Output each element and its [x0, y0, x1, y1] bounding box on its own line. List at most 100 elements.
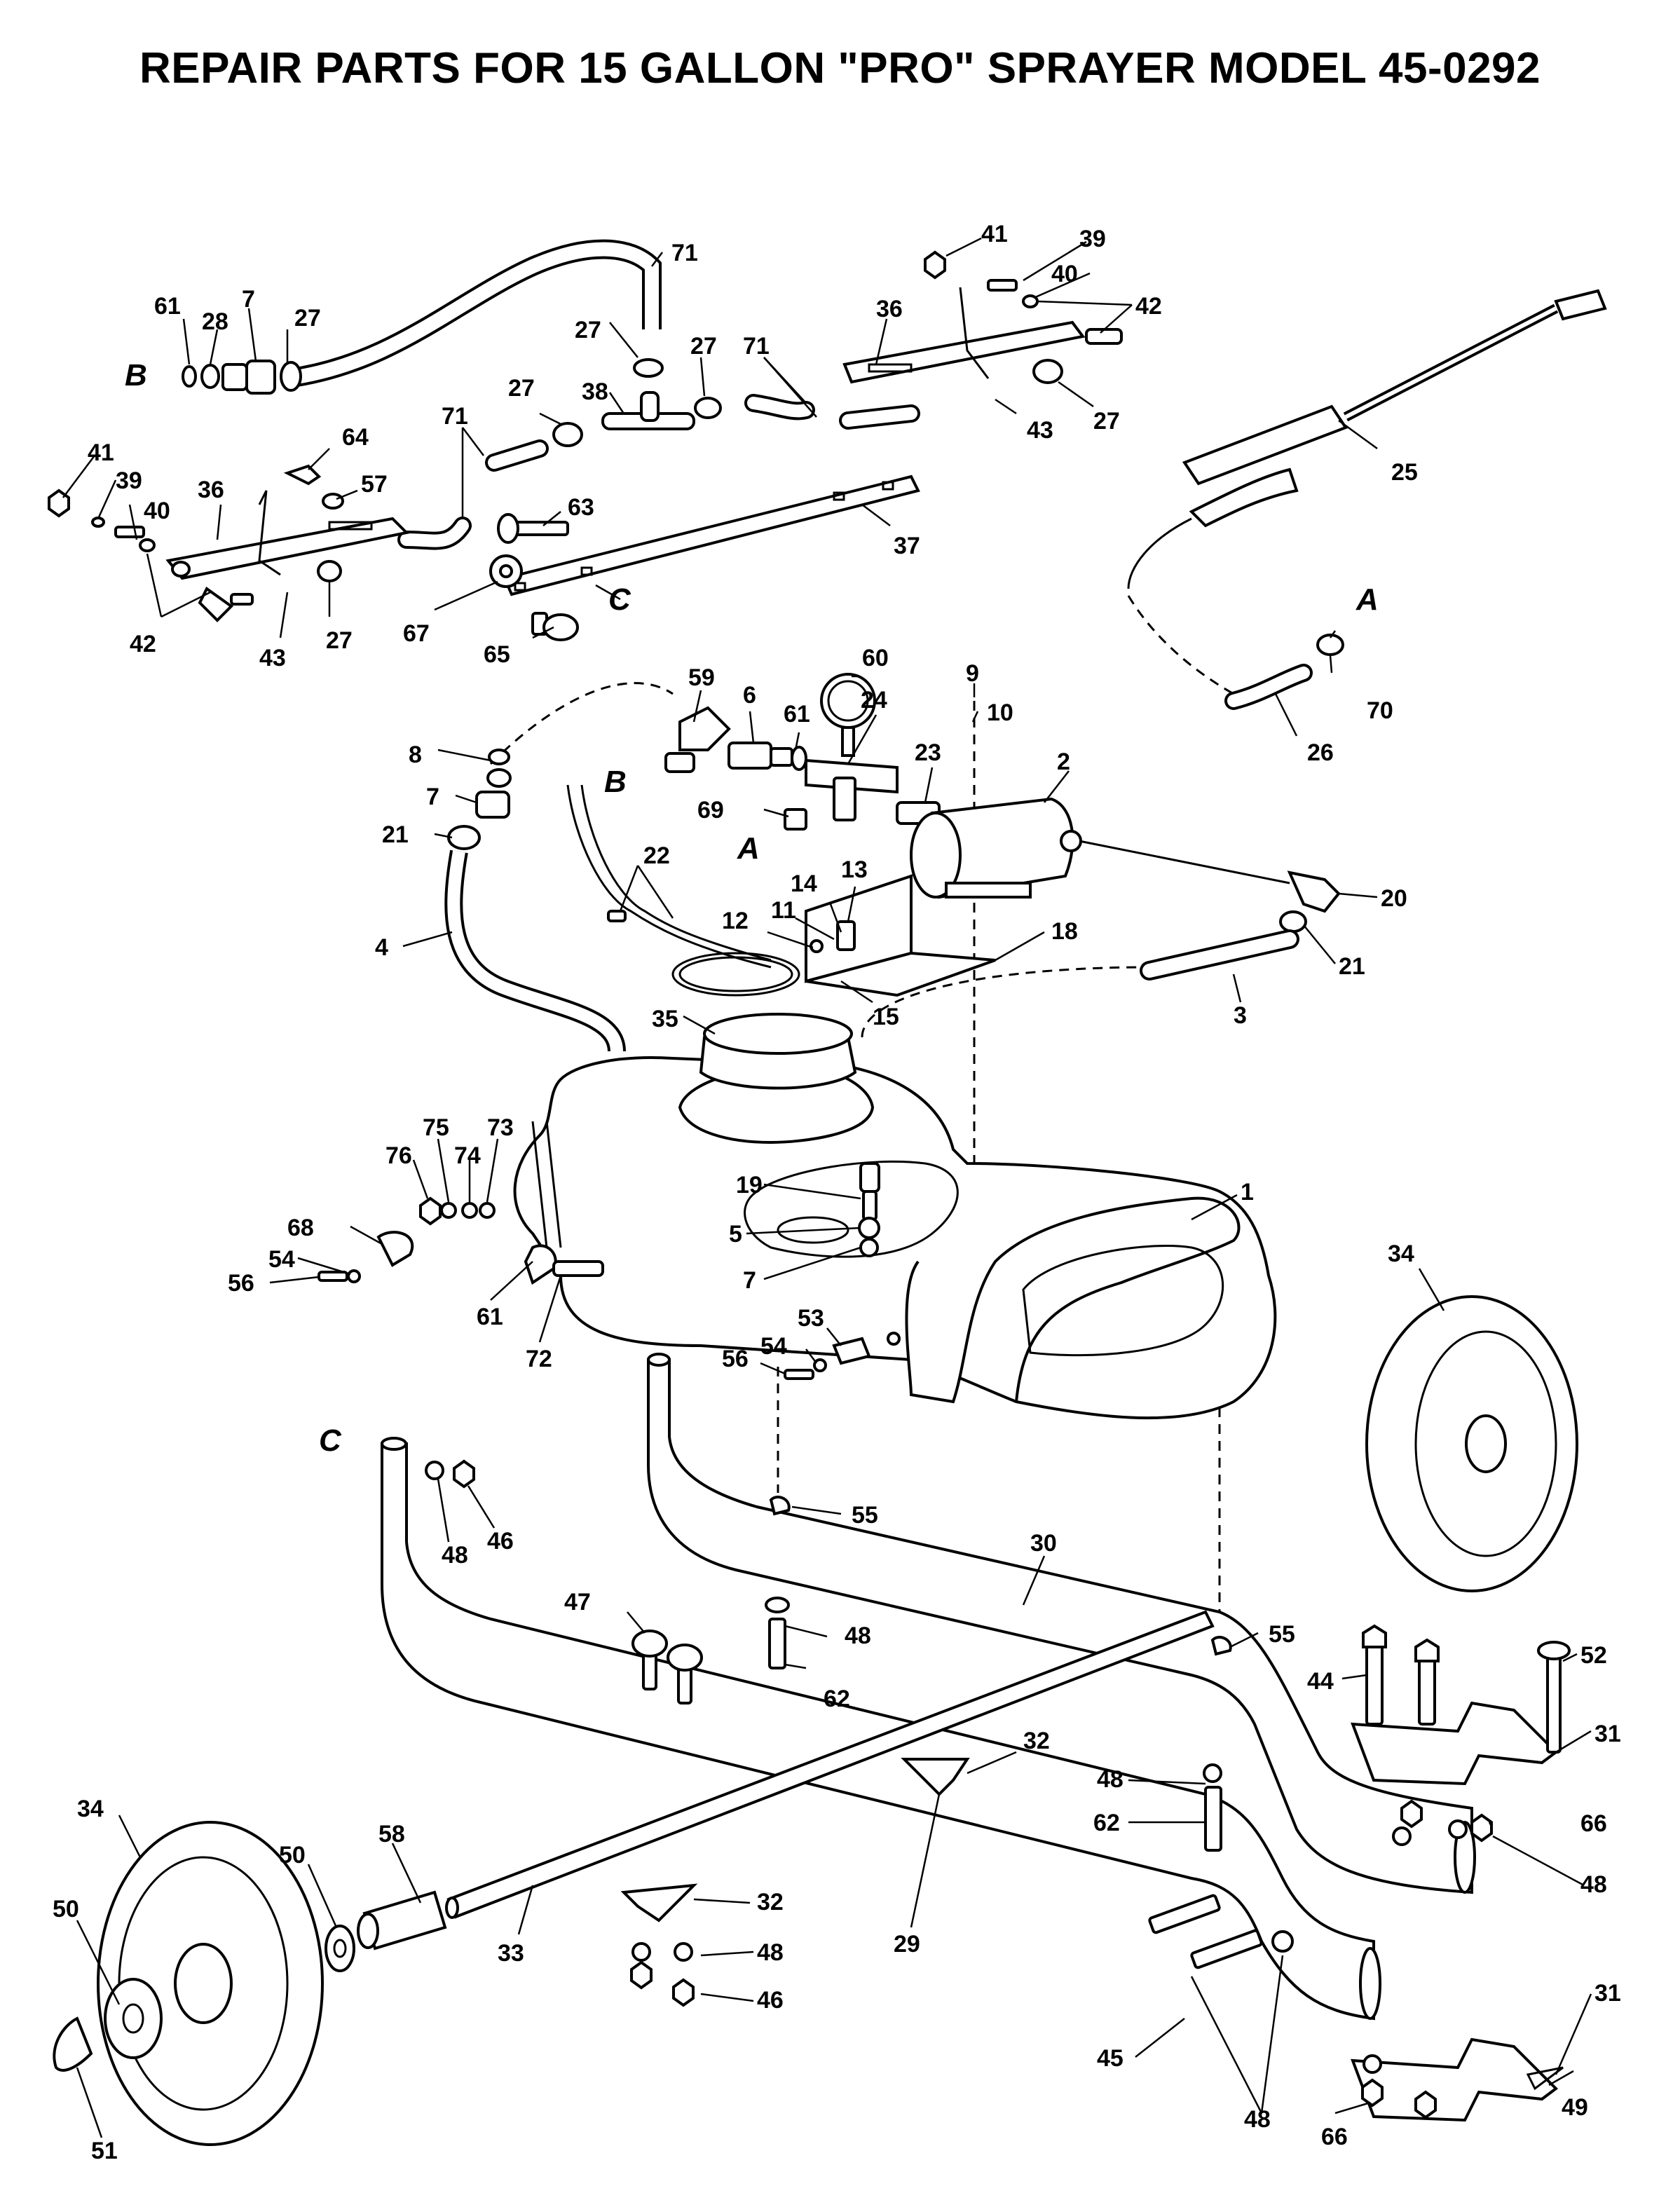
callout-66: 66 [1580, 1810, 1607, 1837]
callout-33: 33 [498, 1940, 524, 1967]
callout-56: 56 [722, 1346, 749, 1372]
manifold-fittings [664, 706, 941, 831]
callout-60: 60 [862, 645, 889, 671]
callout-13: 13 [841, 856, 868, 883]
callout-7: 7 [242, 286, 255, 313]
ref-letter-b-mid: B [604, 765, 627, 799]
callout-67: 67 [403, 620, 430, 647]
callout-34: 34 [1388, 1241, 1414, 1267]
callout-43: 43 [259, 645, 286, 671]
callout-48: 48 [1244, 2106, 1271, 2133]
hose-clamps-27 [552, 359, 1063, 447]
tee-fitting-38 [601, 358, 695, 430]
switch-bracket-18 [805, 874, 996, 997]
callout-27: 27 [508, 375, 535, 402]
callout-55: 55 [1269, 1621, 1295, 1648]
callout-56: 56 [228, 1270, 254, 1297]
callout-48: 48 [442, 1542, 468, 1569]
callout-58: 58 [378, 1821, 405, 1847]
callout-8: 8 [409, 742, 422, 768]
callout-45: 45 [1097, 2045, 1124, 2072]
callout-14: 14 [791, 870, 817, 897]
callout-52: 52 [1580, 1642, 1607, 1669]
callout-72: 72 [526, 1346, 552, 1372]
callout-35: 35 [652, 1006, 678, 1032]
callout-15: 15 [873, 1004, 899, 1030]
bolts-44-52-45-62-47 [631, 1597, 1571, 1969]
callout-46: 46 [757, 1987, 784, 2014]
callout-54: 54 [268, 1246, 295, 1273]
axle-brackets-32 [620, 1758, 970, 1922]
callout-57: 57 [361, 471, 388, 498]
callout-40: 40 [1051, 261, 1078, 287]
callout-48: 48 [757, 1939, 784, 1966]
axle-33 [445, 1610, 1215, 1919]
callout-24: 24 [861, 687, 887, 713]
hose-26 [1127, 595, 1344, 710]
callout-61: 61 [784, 701, 810, 727]
tank-side-hardware [317, 1121, 604, 1285]
callout-40: 40 [144, 498, 170, 524]
callout-48: 48 [1580, 1871, 1607, 1898]
wheel-34-left [97, 1821, 324, 2146]
spray-wand-25 [1127, 289, 1607, 589]
callout-6: 6 [743, 682, 756, 709]
suction-hose-3 [1140, 929, 1299, 981]
callout-50: 50 [279, 1842, 306, 1869]
callout-27: 27 [1093, 408, 1120, 435]
callout-71: 71 [671, 240, 698, 266]
callout-37: 37 [894, 533, 920, 559]
callout-20: 20 [1381, 885, 1407, 912]
leader-lines [62, 237, 1592, 2138]
callout-32: 32 [1023, 1728, 1050, 1754]
callout-7: 7 [743, 1267, 756, 1294]
ref-letter-a-mid: A [737, 831, 760, 866]
callout-42: 42 [1135, 293, 1162, 320]
callout-39: 39 [1079, 226, 1106, 252]
callout-27: 27 [575, 317, 601, 343]
callout-23: 23 [915, 739, 941, 766]
callout-5: 5 [729, 1221, 742, 1248]
ref-letter-b-top: B [125, 358, 147, 392]
callout-labels: 71 41 39 40 42 61 28 7 27 36 27 27 71 B … [53, 221, 1621, 2164]
callout-26: 26 [1307, 739, 1334, 766]
pressure-gauge-60 [820, 673, 876, 757]
callout-69: 69 [697, 797, 724, 824]
hose-short-71 [397, 394, 920, 550]
callout-4: 4 [375, 934, 388, 961]
callout-31: 31 [1594, 1721, 1621, 1747]
callout-30: 30 [1030, 1530, 1057, 1557]
hose-71-top [286, 239, 662, 388]
callout-59: 59 [688, 664, 715, 691]
callout-12: 12 [722, 908, 749, 934]
callout-71: 71 [442, 403, 468, 430]
callout-22: 22 [643, 842, 670, 869]
callout-46: 46 [487, 1528, 514, 1555]
boom-bracket-36-left [165, 517, 410, 580]
callout-74: 74 [454, 1142, 481, 1169]
callout-27: 27 [326, 627, 353, 654]
callout-48: 48 [845, 1622, 871, 1649]
b-connector-parts [182, 360, 302, 395]
callout-53: 53 [798, 1305, 824, 1332]
pump-motor-2 [910, 797, 1082, 899]
frame-rail-30 [647, 1353, 1476, 1894]
callout-44: 44 [1307, 1668, 1334, 1695]
tank-bottom-hardware-53-54-56 [784, 1332, 901, 1380]
callout-43: 43 [1027, 417, 1053, 444]
boom-hardware-left [48, 464, 344, 622]
spacer-58-washer-50-cap-51 [53, 1890, 447, 2072]
callout-34: 34 [77, 1796, 104, 1822]
callout-68: 68 [287, 1215, 314, 1241]
hose-4-left [444, 849, 626, 1053]
callout-75: 75 [423, 1114, 449, 1141]
callout-66: 66 [1321, 2124, 1348, 2150]
callout-41: 41 [981, 221, 1008, 247]
callout-39: 39 [116, 467, 142, 494]
callout-28: 28 [202, 308, 228, 335]
page-title: REPAIR PARTS FOR 15 GALLON "PRO" SPRAYER… [139, 44, 1541, 93]
callout-9: 9 [966, 660, 979, 687]
boom-bracket-36-right [842, 320, 1086, 384]
tank-lid-35 [678, 1013, 875, 1145]
